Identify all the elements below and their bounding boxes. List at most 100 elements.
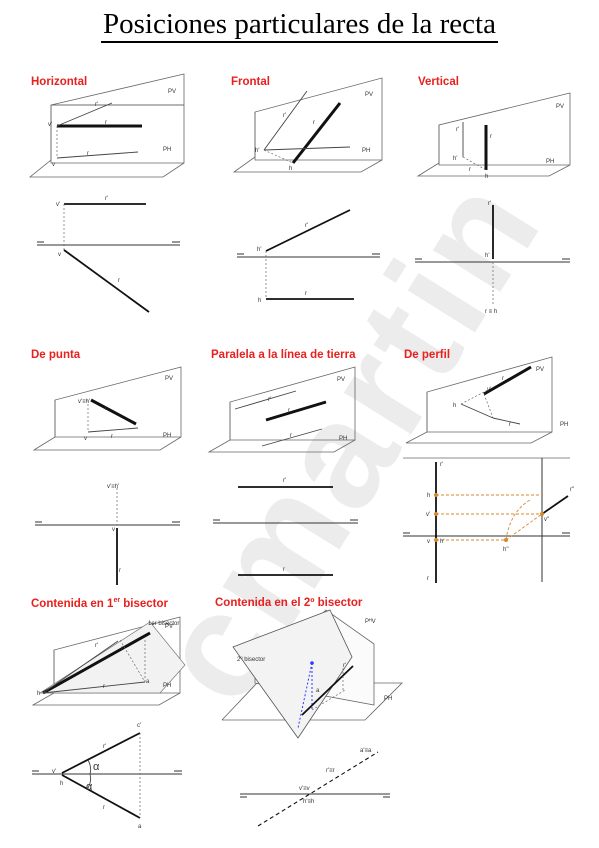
- label-ph: PH: [384, 696, 392, 702]
- diagram-de-perfil-3d: PV PH r h v' r: [405, 356, 568, 444]
- proj-r-prime: [61, 732, 141, 774]
- label-a: a: [316, 688, 320, 694]
- label-pv: PV: [556, 104, 564, 110]
- label-r-prime: r': [268, 397, 271, 403]
- diagram-vertical-3d: PV PH r' r h' r h: [416, 92, 571, 180]
- line-r-ground: [42, 681, 146, 694]
- label-a-2d: a: [138, 824, 142, 830]
- label-r-2d: r: [119, 568, 121, 574]
- label-v-2d: v: [427, 539, 430, 545]
- line-r-space: [483, 365, 532, 396]
- diagram-paralela-3d: PV PH r' r r: [207, 366, 356, 453]
- plane-pv: [54, 366, 182, 438]
- diagram-de-punta-3d: PV PH v'≡h' r v r: [32, 366, 182, 451]
- plane-bisector2: [232, 609, 353, 739]
- label-r: r: [288, 408, 290, 414]
- label-ph: PH: [163, 433, 171, 439]
- label-r-2prime-2d: r'': [570, 487, 574, 493]
- label-h-prime-h: h'≡h: [303, 799, 314, 805]
- label-r: r: [490, 134, 492, 140]
- label-r-prime-2d: r': [488, 201, 491, 207]
- line-r-prime: [42, 640, 119, 694]
- line-r-space: [301, 665, 354, 716]
- label-r: r: [105, 120, 107, 126]
- plane-ph: [207, 402, 356, 453]
- label-r-2d: r: [305, 291, 307, 297]
- label-v-prime-2d: v': [56, 202, 60, 208]
- label-h-2d: h: [427, 493, 430, 499]
- label-pv: PV: [165, 624, 173, 630]
- label-c-prime-2d: c': [137, 723, 141, 729]
- section-title-bisector2: Contenida en el 2º bisector: [215, 597, 363, 609]
- line-r-space: [265, 400, 327, 422]
- label-r-prime-r: r'≡r: [326, 768, 335, 774]
- label-r-ground: r: [87, 151, 89, 157]
- label-h-prime-2d: h': [485, 253, 489, 259]
- label-r-2d: r: [103, 805, 105, 811]
- label-a: a: [146, 679, 150, 685]
- label-v: v: [52, 162, 55, 168]
- label-bisector1: 1er bisector: [148, 621, 179, 627]
- label-r-h-2d: r ≡ h: [485, 309, 497, 315]
- label-h: h: [289, 166, 292, 172]
- label-h-prime: h': [255, 148, 259, 154]
- label-pv: PV: [365, 92, 373, 98]
- label-v-prime-v: v'≡v: [299, 786, 310, 792]
- label-a-prime-a: a'≡a: [360, 748, 372, 754]
- section-title-frontal: Frontal: [231, 76, 270, 88]
- section-title-bisector1: Contenida en 1er bisector: [31, 597, 168, 610]
- label-pv: PᴴV: [365, 618, 376, 625]
- label-ph: PH: [546, 159, 554, 165]
- label-pv: PV: [536, 367, 544, 373]
- plane-pv-top: [50, 73, 185, 106]
- line-r-ground: [261, 428, 323, 447]
- label-r-prime: r': [95, 643, 98, 649]
- label-h: h: [453, 403, 456, 409]
- label-r-ground: r: [290, 433, 292, 439]
- line-r-ground: [87, 427, 139, 433]
- proj-r-2prime: [541, 495, 569, 515]
- label-ph: PH: [163, 683, 171, 689]
- label-r-prime-2d: r': [283, 478, 286, 484]
- label-r-ground: r: [469, 167, 471, 173]
- label-r-ground: r: [509, 422, 511, 428]
- diagram-de-perfil-2d: r' h v' v h' h'' v'' r'' r: [403, 457, 574, 583]
- label-r-ground: r: [111, 434, 113, 440]
- label-pv: PV: [337, 377, 345, 383]
- label-r-2d: r: [283, 567, 285, 573]
- proj-r-prime: [265, 209, 351, 252]
- diagram-bisector2-3d: PᴴV PH 2º bisector r' a: [221, 609, 403, 739]
- label-r: r: [502, 376, 504, 382]
- section-title-de-punta: De punta: [31, 349, 81, 361]
- diagram-horizontal-2d: v' r' v r: [37, 196, 180, 313]
- diagram-bisector1-3d: PV PH 1er bisector r' r h r a: [31, 616, 186, 706]
- label-r-prime-2d: r': [440, 462, 443, 468]
- line-r-space: [291, 102, 342, 164]
- line-r-space: [90, 398, 137, 426]
- plane-ph: [31, 650, 181, 706]
- diagram-frontal-2d: h' r' h r: [237, 209, 380, 304]
- label-v-h-prime-2d: v'≡h': [107, 484, 119, 490]
- label-h: h: [37, 691, 40, 697]
- label-r-prime-2d: r': [103, 744, 106, 750]
- label-v-2d: v: [112, 527, 115, 533]
- diagram-de-punta-2d: v'≡h' v r: [35, 484, 180, 585]
- label-ph: PH: [163, 147, 171, 153]
- label-v: v: [84, 436, 87, 442]
- plane-ph: [32, 400, 182, 451]
- label-ph: PH: [362, 148, 370, 154]
- label-pv: PV: [165, 376, 173, 382]
- diagram-paralela-2d: r' r: [213, 478, 358, 576]
- label-r: r: [121, 646, 123, 652]
- line-r-prime: [56, 102, 113, 127]
- label-r: r: [105, 406, 107, 412]
- label-r-2d: r: [427, 576, 429, 582]
- label-pv: PV: [168, 89, 176, 95]
- label-ph: PH: [339, 436, 347, 442]
- label-bisector2: 2º bisector: [237, 656, 265, 663]
- label-alpha-bottom: α: [86, 781, 93, 793]
- plane-ph: [416, 125, 571, 177]
- label-h-2d: h: [60, 781, 63, 787]
- plane-ph: [405, 392, 553, 444]
